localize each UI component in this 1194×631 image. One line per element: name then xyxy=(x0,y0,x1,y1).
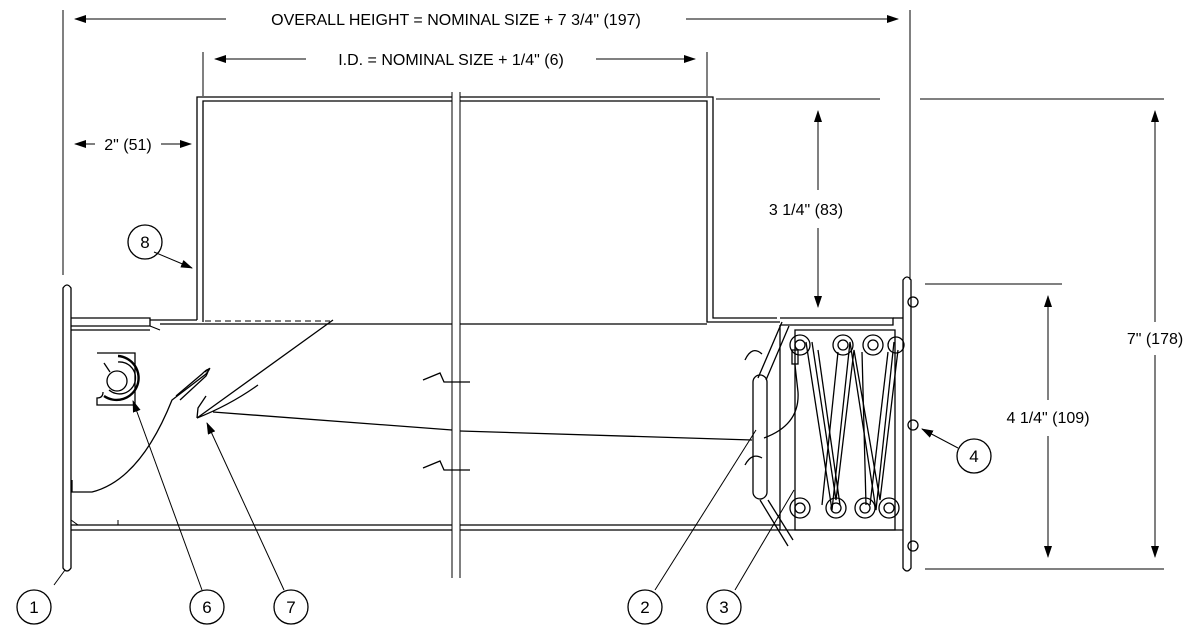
duct-collar xyxy=(196,96,780,323)
svg-text:6: 6 xyxy=(202,598,211,617)
callout-8: 8 xyxy=(127,224,163,260)
svg-text:2: 2 xyxy=(640,598,649,617)
dimension-lines xyxy=(62,10,1164,570)
svg-text:4: 4 xyxy=(969,447,978,466)
svg-text:7: 7 xyxy=(286,598,295,617)
callout-3: 3 xyxy=(706,589,742,625)
callout-4: 4 xyxy=(956,438,992,474)
upper-height-label: 3 1/4" (83) xyxy=(769,202,843,219)
overall-height-label: OVERALL HEIGHT = NOMINAL SIZE + 7 3/4" (… xyxy=(271,12,641,29)
svg-text:1: 1 xyxy=(29,598,38,617)
fusible-link-mount xyxy=(96,352,140,406)
callout-1: 1 xyxy=(16,589,52,625)
svg-text:3: 3 xyxy=(719,598,728,617)
curtain-blade xyxy=(71,319,753,493)
folded-curtain-stack xyxy=(789,334,905,519)
frame-depth-label: 4 1/4" (109) xyxy=(1006,410,1089,427)
callout-2: 2 xyxy=(627,589,663,625)
break-line xyxy=(422,90,470,580)
svg-text:8: 8 xyxy=(140,233,149,252)
total-depth-label: 7" (178) xyxy=(1127,331,1183,348)
collar-offset-label: 2" (51) xyxy=(104,137,151,154)
callout-7: 7 xyxy=(273,589,309,625)
callout-6: 6 xyxy=(189,589,225,625)
inside-diameter-label: I.D. = NOMINAL SIZE + 1/4" (6) xyxy=(338,52,564,69)
leader-lines xyxy=(53,251,959,591)
damper-frame xyxy=(62,276,919,572)
